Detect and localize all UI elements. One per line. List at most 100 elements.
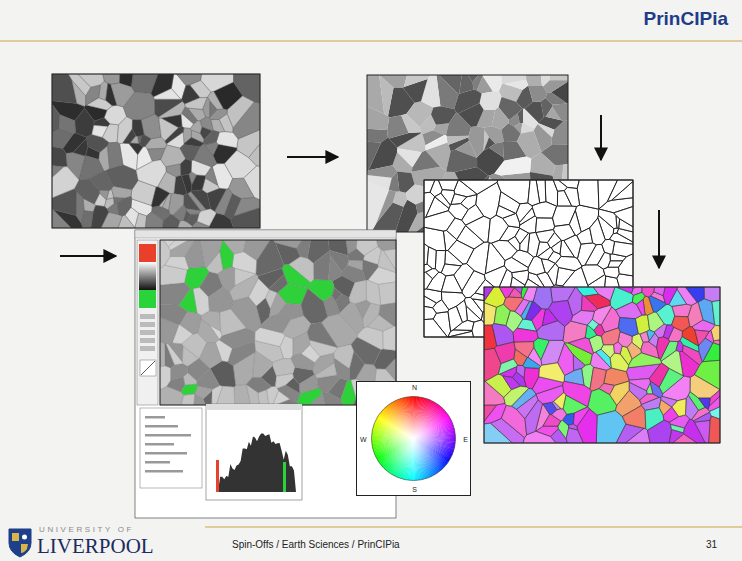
grain <box>210 101 217 117</box>
grain <box>269 275 288 293</box>
grain-boundary <box>520 233 530 252</box>
grain <box>230 274 259 300</box>
flow-arrows <box>60 115 659 268</box>
oriented-grain <box>712 300 720 326</box>
grain <box>367 142 381 172</box>
crest-quarter <box>12 533 19 541</box>
menu-bar <box>135 230 396 238</box>
grain <box>185 97 207 109</box>
grain-boundary <box>448 306 462 331</box>
micrograph-processed <box>367 75 568 232</box>
grain-boundary <box>577 180 599 209</box>
grain <box>494 156 531 175</box>
grain <box>357 240 378 255</box>
crest-quarter <box>21 544 28 553</box>
grain <box>231 208 260 228</box>
grain <box>397 148 422 167</box>
tool-swatch <box>139 290 156 308</box>
grain <box>528 85 547 102</box>
university-name: LIVERPOOL <box>37 535 154 558</box>
grain <box>52 209 71 228</box>
grain <box>103 74 120 84</box>
oriented-grain <box>573 355 585 371</box>
grain <box>425 135 447 150</box>
tool-icon <box>140 330 155 335</box>
oriented-grain <box>504 297 524 311</box>
grain-boundary <box>424 272 433 289</box>
grain <box>480 91 502 110</box>
grain <box>117 197 131 216</box>
threshold-marker <box>283 462 286 492</box>
image-frame <box>52 74 260 228</box>
grain-boundary <box>435 250 445 272</box>
grain-boundary <box>504 257 528 272</box>
grain-boundary <box>612 242 633 257</box>
grain <box>247 385 260 405</box>
grain <box>562 164 568 182</box>
grain <box>267 386 279 405</box>
grain-boundary <box>435 193 451 208</box>
grain <box>280 336 293 359</box>
arrow <box>60 255 116 257</box>
grain <box>92 125 108 137</box>
grain <box>112 186 132 198</box>
oriented-grain <box>685 395 698 419</box>
oriented-grain <box>673 434 697 443</box>
grain-boundary <box>459 180 497 194</box>
grain <box>197 369 220 389</box>
wheel-rim <box>372 397 456 481</box>
compass-letter: N <box>412 384 417 392</box>
grain-boundary <box>462 204 484 225</box>
grain-boundary <box>427 247 436 269</box>
slide-number: 31 <box>706 539 717 550</box>
oriented-grain <box>528 348 542 367</box>
oriented-grain <box>484 287 494 301</box>
grain <box>203 130 219 144</box>
grain-boundary <box>448 240 474 264</box>
grain <box>368 315 394 331</box>
compass-letter: W <box>360 436 367 444</box>
micrograph-raw <box>52 74 260 228</box>
arrow <box>600 115 602 160</box>
grain <box>249 144 260 166</box>
oriented-grain <box>513 328 538 342</box>
grain <box>181 384 198 395</box>
oriented-grain <box>640 332 649 343</box>
grain <box>404 75 430 87</box>
grain <box>176 74 201 86</box>
grain <box>117 117 132 144</box>
grain-boundary <box>516 203 532 222</box>
grain <box>553 165 564 182</box>
grain <box>184 138 204 147</box>
grain <box>218 267 235 292</box>
grain <box>376 240 396 251</box>
oriented-grain <box>648 312 665 332</box>
tool-icon <box>140 338 155 343</box>
oriented-grain <box>539 363 565 383</box>
oriented-grain <box>627 342 641 359</box>
oriented-grain <box>581 295 597 311</box>
grain <box>59 115 75 134</box>
grain-boundary <box>448 331 473 337</box>
grain <box>313 251 330 280</box>
grain <box>216 386 234 405</box>
image-frame <box>484 287 720 443</box>
grain <box>190 121 202 133</box>
grain-boundary <box>488 215 508 243</box>
info-line <box>145 452 187 455</box>
grain <box>207 188 226 211</box>
oriented-grain <box>512 388 536 409</box>
oriented-grain <box>695 330 709 345</box>
slide-title: PrinCIPia <box>644 9 728 30</box>
grain <box>185 240 205 268</box>
oriented-grain <box>649 363 669 387</box>
grain <box>160 366 171 390</box>
oriented-grain <box>610 381 629 405</box>
tool-curve <box>140 360 156 376</box>
oriented-grain <box>551 409 566 421</box>
oriented-grain <box>688 302 703 327</box>
grain <box>309 394 325 405</box>
grain <box>283 316 311 339</box>
grain-boundary <box>451 194 467 205</box>
grain <box>526 75 542 85</box>
